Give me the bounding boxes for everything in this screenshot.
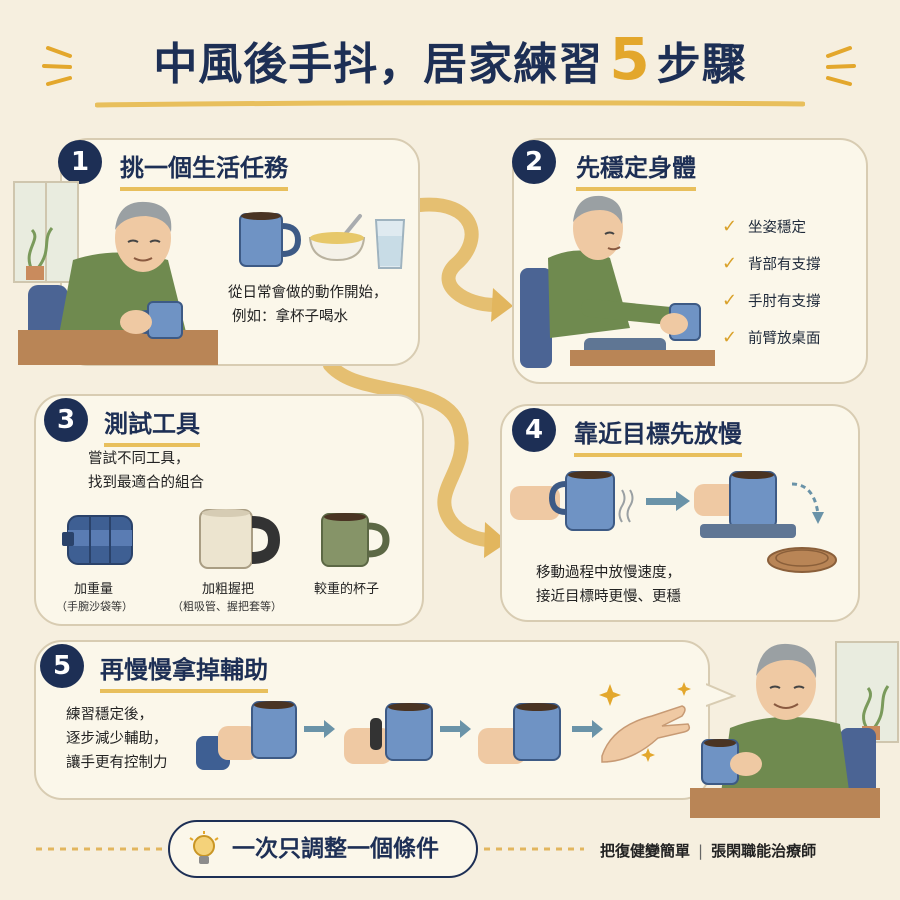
- check-label: 手肘有支撐: [748, 294, 821, 310]
- arrow-right-icon: [572, 720, 603, 738]
- window-illustration: [835, 641, 899, 743]
- flow-arrow-2-to-3-to-4: [323, 360, 508, 558]
- open-hand-with-sparkles-illustration: [599, 682, 691, 763]
- tool-2-note: （粗吸管、握把套等）: [172, 600, 282, 613]
- step-4-number: 4: [512, 408, 556, 452]
- step-5-desc-line-1: 練習穩定後，: [66, 707, 153, 723]
- check-item: ✓ 坐姿穩定: [722, 208, 821, 245]
- step-2-checklist: ✓ 坐姿穩定 ✓ 背部有支撐 ✓ 手肘有支撐 ✓ 前臂放桌面: [722, 208, 821, 356]
- check-label: 前臂放桌面: [748, 331, 821, 347]
- dashed-line-left: [36, 847, 164, 851]
- hand-with-thick-handle-mug-illustration: [344, 703, 433, 764]
- arrow-right-icon: [646, 491, 690, 511]
- step-3-desc-line-2: 找到最適合的組合: [88, 475, 204, 491]
- step-5-desc-line-3: 讓手更有控制力: [66, 755, 168, 771]
- step-1-desc-line-2: 例如：拿杯子喝水: [232, 309, 348, 325]
- check-item: ✓ 背部有支撐: [722, 245, 821, 282]
- flow-arrow-1-to-2: [415, 197, 513, 322]
- check-label: 坐姿穩定: [748, 220, 806, 236]
- footer-credit: 把復健變簡單 | 張閑職能治療師: [600, 840, 816, 861]
- step-1-number: 1: [58, 140, 102, 184]
- hand-reaching-with-mug-illustration: [510, 471, 634, 531]
- step-1-title: 挑一個生活任務: [120, 148, 288, 191]
- check-icon: ✓: [722, 290, 738, 311]
- step-2-number: 2: [512, 140, 556, 184]
- bowl-with-spoon-icon: [308, 214, 366, 262]
- step-1-desc-line-1: 從日常會做的動作開始，: [228, 285, 388, 301]
- tool-1-note: （手腕沙袋等）: [56, 600, 133, 613]
- check-icon: ✓: [722, 253, 738, 274]
- dashed-line-right: [484, 847, 584, 851]
- heavy-mug-icon: [321, 513, 390, 567]
- title-number: 5: [609, 25, 651, 93]
- check-icon: ✓: [722, 327, 738, 348]
- check-item: ✓ 前臂放桌面: [722, 319, 821, 356]
- step-3-title: 測試工具: [104, 404, 200, 447]
- arrow-right-icon: [304, 720, 335, 738]
- footer-separator: |: [698, 842, 704, 860]
- arrow-right-icon: [440, 720, 471, 738]
- tool-3-label: 較重的杯子: [314, 582, 380, 597]
- sparkle-lines-left-icon: [42, 46, 72, 86]
- tip-callout: 一次只調整一個條件: [168, 820, 478, 878]
- footer-author: 張閑職能治療師: [711, 842, 817, 860]
- title-underline: [95, 100, 805, 108]
- tool-2-label: 加粗握把: [202, 582, 255, 597]
- hand-holding-plain-mug-illustration: [478, 703, 561, 764]
- step-2-title: 先穩定身體: [576, 148, 696, 191]
- wrist-weight-icon: [62, 515, 133, 565]
- step-4-desc-line-1: 移動過程中放慢速度，: [536, 565, 681, 581]
- sparkle-lines-right-icon: [826, 46, 856, 86]
- check-icon: ✓: [722, 216, 738, 237]
- check-label: 背部有支撐: [748, 257, 821, 273]
- step-3-desc-line-1: 嘗試不同工具，: [88, 451, 190, 467]
- check-item: ✓ 手肘有支撐: [722, 282, 821, 319]
- step-4-desc-line-2: 接近目標時更慢、更穩: [536, 589, 681, 605]
- glass-of-water-icon: [374, 219, 406, 269]
- speech-bubble-tail: [706, 683, 736, 707]
- thick-handle-mug-icon: [199, 509, 281, 569]
- step-5-title: 再慢慢拿掉輔助: [100, 650, 268, 693]
- tip-text: 一次只調整一個條件: [232, 836, 439, 862]
- step-4-title: 靠近目標先放慢: [574, 414, 742, 457]
- man-seated-at-table-illustration: [520, 195, 715, 368]
- step-5-number: 5: [40, 644, 84, 688]
- step-5-desc-line-2: 逐步減少輔助，: [66, 731, 168, 747]
- elderly-man-holding-mug-illustration: [18, 201, 218, 365]
- hand-placing-mug-on-coaster-illustration: [694, 471, 837, 573]
- window-illustration: [13, 181, 79, 283]
- footer-brand: 把復健變簡單: [600, 842, 691, 860]
- lightbulb-icon: [189, 831, 219, 864]
- hand-with-wrist-weight-and-mug-illustration: [196, 701, 297, 770]
- mug-icon: [239, 212, 302, 267]
- step-3-number: 3: [44, 398, 88, 442]
- smiling-man-with-mug-illustration: [690, 643, 880, 818]
- title-main: 中風後手抖，居家練習: [153, 39, 604, 90]
- title-suffix: 步驟: [656, 39, 747, 90]
- tool-1-label: 加重量: [74, 582, 114, 597]
